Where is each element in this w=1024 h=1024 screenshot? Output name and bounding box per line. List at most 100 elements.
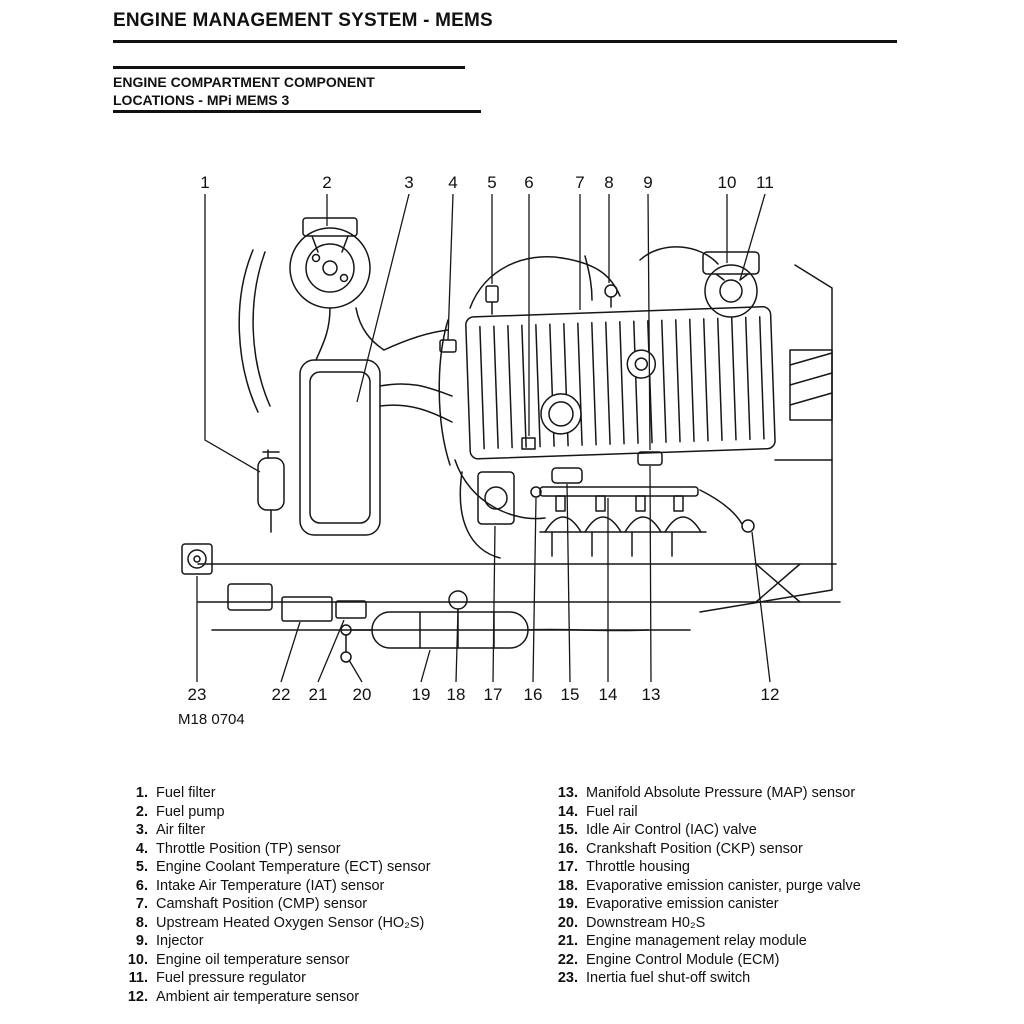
fuel-rail-shape [539, 486, 699, 512]
callout-number: 4 [448, 173, 457, 192]
legend-item-label: Ambient air temperature sensor [156, 988, 360, 1005]
legend-item-number: 2. [135, 803, 148, 820]
legend-item-number: 19. [557, 896, 578, 912]
legend-item-number: 11. [128, 970, 148, 986]
legend-item-label: Engine oil temperature sensor [156, 951, 350, 968]
legend-item-label: Fuel pump [156, 803, 225, 820]
legend-item: 7.Camshaft Position (CMP) sensor [118, 895, 528, 914]
air-filter-box [299, 359, 381, 536]
valve-cover [465, 306, 776, 460]
legend-item-number: 12. [127, 988, 148, 1005]
callout-number: 9 [643, 173, 652, 192]
legend-item-number: 18. [557, 877, 578, 894]
callout-number: 6 [524, 173, 533, 192]
legend-item-number: 8. [135, 914, 148, 931]
callout-number: 20 [353, 685, 372, 704]
fuel-filter-shape [257, 449, 285, 533]
legend-item-label: Engine Coolant Temperature (ECT) sensor [156, 859, 431, 875]
engine-diagram-svg: 1 2 3 4 5 6 7 8 9 10 11 23 22 21 20 19 1… [178, 173, 841, 728]
legend-item-number: 20. [557, 914, 578, 931]
legend-item: 1. Fuel filter [118, 784, 528, 803]
legend-item: 10. Engine oil temperature sensor [118, 951, 528, 970]
section-heading: ENGINE COMPARTMENT COMPONENT LOCATIONS -… [113, 73, 375, 109]
callout-number: 2 [322, 173, 331, 192]
legend-item-label: Injector [156, 933, 204, 949]
callout-number: 13 [642, 685, 661, 704]
legend-item-number: 14. [557, 803, 578, 820]
legend-item-number: 15. [557, 822, 578, 838]
wiring [454, 459, 755, 559]
callout-number: 5 [487, 173, 496, 192]
legend-column-right: 13. Manifold Absolute Pressure (MAP) sens… [546, 784, 986, 988]
callout-number: 21 [309, 685, 328, 704]
right-body-structure [699, 264, 833, 613]
legend-item: 22. Engine Control Module (ECM) [546, 951, 986, 970]
callout-number: 7 [575, 173, 584, 192]
legend-item-label: Throttle Position (TP) sensor [156, 840, 341, 857]
control-modules [227, 583, 367, 622]
left-hoses [238, 249, 453, 423]
legend-item-number: 1. [135, 785, 148, 801]
engine-left-edge [438, 319, 451, 466]
legend-item-number: 23. [557, 970, 578, 986]
legend-item-label: Intake Air Temperature (IAT) sensor [156, 877, 385, 894]
legend-item-number: 6. [135, 877, 148, 894]
throttle-housing-shape [477, 471, 515, 525]
legend-item: 12. Ambient air temperature sensor [118, 988, 528, 1007]
callout-number: 8 [604, 173, 613, 192]
callout-number: 22 [272, 685, 291, 704]
callout-number: 18 [447, 685, 466, 704]
callout-number: 17 [484, 685, 503, 704]
legend-item-number: 10. [127, 951, 148, 968]
engine-diagram: 1 2 3 4 5 6 7 8 9 10 11 23 22 21 20 19 1… [0, 160, 1024, 735]
callout-number: 10 [718, 173, 737, 192]
legend-item-label: Inertia fuel shut-off switch [586, 970, 751, 986]
callout-number: 11 [756, 173, 774, 192]
legend-item: 3.Air filter [118, 821, 528, 840]
inertia-switch-shape [181, 543, 213, 575]
legend-item-label: Crankshaft Position (CKP) sensor [586, 840, 803, 857]
legend-item-label: Fuel pressure regulator [156, 970, 306, 986]
legend-item: 2. Fuel pump [118, 803, 528, 822]
legend-item-label: Engine management relay module [586, 933, 807, 949]
callout-number: 16 [524, 685, 543, 704]
legend-item: 9. Injector [118, 932, 528, 951]
legend-item-label: Evaporative emission canister [586, 896, 779, 912]
callout-number: 23 [188, 685, 207, 704]
callout-number: 19 [412, 685, 431, 704]
mid-sensors [521, 437, 663, 498]
legend-item-label: Throttle housing [586, 859, 690, 875]
legend-item-label: Evaporative emission canister, purge val… [586, 877, 861, 894]
section-heading-line1: ENGINE COMPARTMENT COMPONENT [113, 74, 375, 90]
legend-item: 17.Throttle housing [546, 858, 986, 877]
legend-item-number: 22. [557, 951, 578, 968]
legend-item-label: Air filter [156, 822, 206, 838]
legend-item: 14. Fuel rail [546, 803, 986, 822]
legend-item-label: Downstream H0₂S [586, 914, 706, 931]
title-rule [113, 40, 897, 43]
legend-item: 15.Idle Air Control (IAC) valve [546, 821, 986, 840]
callout-number: 14 [599, 685, 618, 704]
legend-item: 4.Throttle Position (TP) sensor [118, 840, 528, 859]
legend-item: 16. Crankshaft Position (CKP) sensor [546, 840, 986, 859]
legend-item-number: 13. [557, 785, 578, 801]
section-rule-bottom [113, 110, 481, 113]
legend-item-number: 9. [135, 933, 148, 949]
section-rule-top [113, 66, 465, 69]
callout-number: 3 [404, 173, 413, 192]
legend-item-label: Fuel filter [156, 785, 216, 801]
legend-item: 23. Inertia fuel shut-off switch [546, 969, 986, 988]
legend-item: 21.Engine management relay module [546, 932, 986, 951]
legend-item: 20. Downstream H0₂S [546, 914, 986, 933]
legend-item-number: 16. [557, 840, 578, 857]
alternator [702, 251, 760, 318]
engine-artwork [181, 217, 841, 663]
legend-item: 19. Evaporative emission canister [546, 895, 986, 914]
legend-item-label: Manifold Absolute Pressure (MAP) sensor [586, 785, 856, 801]
legend-item-label: Fuel rail [586, 803, 638, 820]
legend-item-label: Engine Control Module (ECM) [586, 951, 780, 968]
top-hoses [439, 246, 719, 353]
legend-item: 6. Intake Air Temperature (IAT) sensor [118, 877, 528, 896]
callout-leader-lines [196, 193, 771, 683]
